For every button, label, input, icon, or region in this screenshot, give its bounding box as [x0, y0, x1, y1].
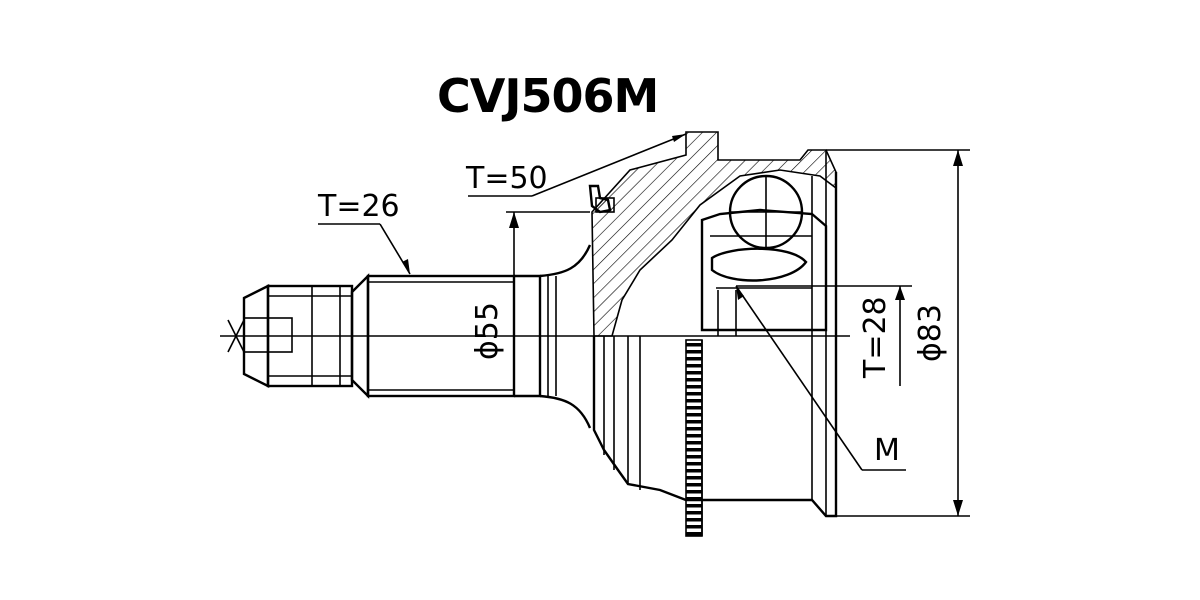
- thread-leader: [318, 223, 411, 275]
- inner-spline-label: T=28: [858, 296, 893, 379]
- bearing-ball: [728, 174, 804, 250]
- outer-thread-label: T=26: [317, 189, 400, 224]
- nut-marker-label: M: [874, 433, 900, 468]
- bell-housing-body: [592, 150, 838, 518]
- abs-tone-ring: [685, 339, 703, 537]
- seal-label: T=50: [465, 161, 548, 196]
- shaft-end-mark: [227, 319, 245, 353]
- shaft-diameter-label: ϕ55: [470, 302, 505, 360]
- inner-race-cage: [700, 208, 828, 336]
- outer-diameter-dimension: [826, 149, 970, 517]
- shaft-neck: [539, 244, 592, 429]
- nut-leader: [735, 285, 906, 471]
- outer-diameter-label: ϕ83: [913, 304, 948, 362]
- seal-leader: [468, 133, 687, 197]
- part-number-title: CVJ506M: [437, 69, 658, 123]
- inner-spline-dimension: [736, 285, 912, 386]
- bell-housing-section: [591, 131, 837, 337]
- shaft-diameter-dimension: [506, 211, 590, 374]
